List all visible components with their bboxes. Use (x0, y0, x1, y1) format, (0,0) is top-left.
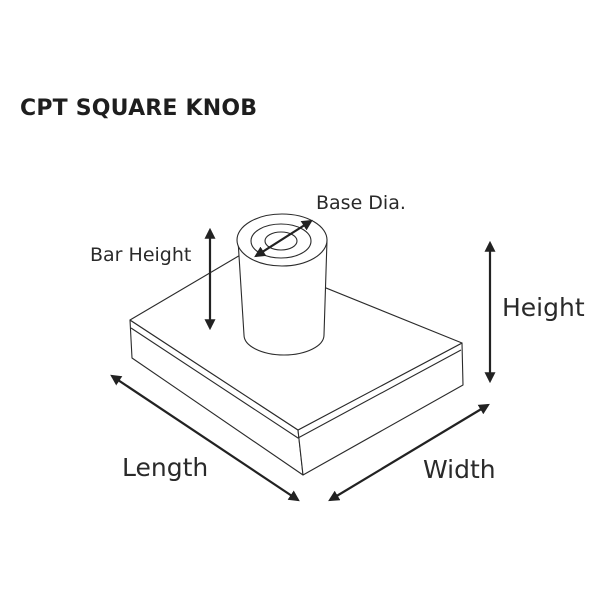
length-arrow (110, 374, 300, 502)
diagram-title: CPT SQUARE KNOB (20, 96, 258, 121)
width-label: Width (423, 455, 496, 484)
bar-height-label: Bar Height (90, 244, 192, 266)
cylinder-body (237, 239, 328, 356)
base-dia-arrow (254, 219, 313, 258)
dimension-arrows (110, 219, 496, 502)
length-label: Length (122, 453, 209, 482)
width-arrow (328, 403, 490, 502)
height-label: Height (502, 293, 585, 322)
cylinder-bar (236, 213, 328, 356)
base-dia-label: Base Dia. (316, 192, 406, 214)
